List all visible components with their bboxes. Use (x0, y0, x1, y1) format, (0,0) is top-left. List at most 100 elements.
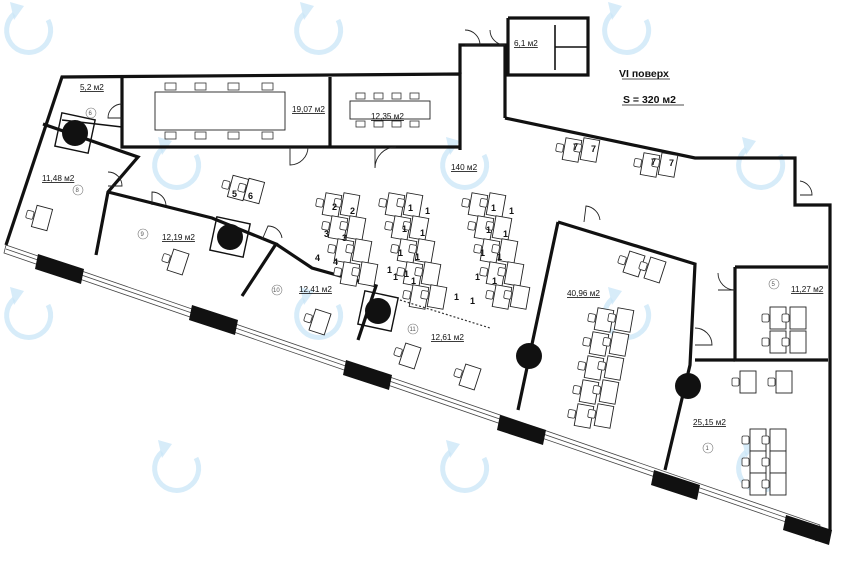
inner-walls (42, 25, 828, 471)
seat-number: 1 (486, 225, 491, 235)
seat-number: 4 (333, 257, 338, 267)
seat-number: 1 (475, 272, 480, 282)
room-number: 8 (76, 188, 80, 194)
seat-number: 2 (350, 206, 355, 216)
workstation (485, 215, 513, 241)
workstation (420, 284, 448, 310)
seat-number: 7 (669, 158, 674, 168)
seat-number: 1 (420, 228, 425, 238)
workstation (303, 308, 332, 336)
refresh-logo-icon (602, 2, 652, 55)
refresh-logo-icon (736, 137, 786, 190)
column (516, 343, 542, 369)
column (675, 373, 701, 399)
columns (35, 112, 832, 545)
room-area-label: 11,48 м2 (42, 174, 75, 183)
seat-number: 1 (408, 203, 413, 213)
workstation (25, 204, 54, 232)
room-number: 6 (89, 111, 93, 117)
refresh-logo-icon (294, 2, 344, 55)
room-area-label: 11,27 м2 (791, 285, 824, 294)
refresh-logo-icon (152, 137, 202, 190)
facade-pier (783, 515, 832, 545)
room-area-label: 6,1 м2 (514, 39, 538, 48)
workstation (402, 284, 430, 310)
workstation (607, 307, 635, 333)
seat-number: 7 (573, 142, 578, 152)
workstation (761, 306, 787, 330)
room-area-label: 19,07 м2 (292, 105, 325, 114)
workstation (651, 152, 679, 178)
meeting-table (154, 82, 286, 140)
column (357, 290, 399, 332)
room-markers: 6 8 9 10 11 5 1 (72, 107, 780, 454)
workstation (453, 363, 482, 391)
workstation (602, 331, 630, 357)
workstation (333, 192, 361, 218)
facade-pier (35, 254, 84, 284)
seat-number: 1 (425, 206, 430, 216)
workstation (393, 342, 422, 370)
seat-number: 4 (315, 253, 320, 263)
workstation (491, 238, 519, 264)
workstation (479, 192, 507, 218)
room-number: 9 (141, 232, 145, 238)
workstation (638, 256, 667, 284)
workstation (781, 306, 807, 330)
workstation (414, 261, 442, 287)
facade-pier (189, 305, 238, 335)
seat-number: 5 (232, 189, 237, 199)
workstation (761, 428, 787, 452)
seat-number: 1 (393, 272, 398, 282)
workstation (781, 330, 807, 354)
workstation (587, 403, 615, 429)
refresh-logo-icon (440, 440, 490, 493)
seat-number: 1 (491, 203, 496, 213)
seat-number: 1 (503, 229, 508, 239)
seat-number: 1 (454, 292, 459, 302)
workstation (597, 355, 625, 381)
workstation (351, 261, 379, 287)
room-area-label: 40,96 м2 (567, 289, 600, 298)
room-area-label: 12,41 м2 (299, 285, 332, 294)
room-area-label: 12,19 м2 (162, 233, 195, 242)
workstation (237, 177, 266, 205)
seat-number: 1 (387, 265, 392, 275)
seat-number: 7 (591, 144, 596, 154)
seat-number: 1 (509, 206, 514, 216)
workstation (396, 192, 424, 218)
seat-number: 1 (398, 248, 403, 258)
seat-number: 1 (480, 248, 485, 258)
room-number: 5 (772, 282, 776, 288)
seat-number: 1 (402, 224, 407, 234)
workstation (339, 215, 367, 241)
workstation (345, 238, 373, 264)
floor-label: VI поверх (619, 68, 669, 80)
workstation (408, 238, 436, 264)
doors (107, 29, 813, 346)
facade-pier (497, 415, 546, 445)
meeting-table (349, 92, 431, 128)
workstation (573, 137, 601, 163)
room-number: 10 (273, 288, 280, 294)
seat-number: 1 (415, 252, 420, 262)
room-area-label: 12,35 м2 (371, 112, 404, 121)
seat-number: 6 (248, 191, 253, 201)
workstation (161, 248, 190, 276)
refresh-logo-icon (294, 287, 344, 340)
room-area-label: 5,2 м2 (80, 83, 104, 92)
seat-number: 1 (497, 252, 502, 262)
room-number: 1 (706, 446, 710, 452)
room-area-label: 12,61 м2 (431, 333, 464, 342)
workstation (503, 284, 531, 310)
refresh-logo-icon (152, 440, 202, 493)
workstation (617, 250, 646, 278)
furniture (25, 82, 807, 496)
facade-pier (651, 470, 700, 500)
area-labels: 5,2 м2 19,07 м2 12,35 м2 6,1 м2 11,48 м2… (42, 39, 824, 427)
seat-number: 1 (470, 296, 475, 306)
seat-number: 1 (404, 269, 409, 279)
